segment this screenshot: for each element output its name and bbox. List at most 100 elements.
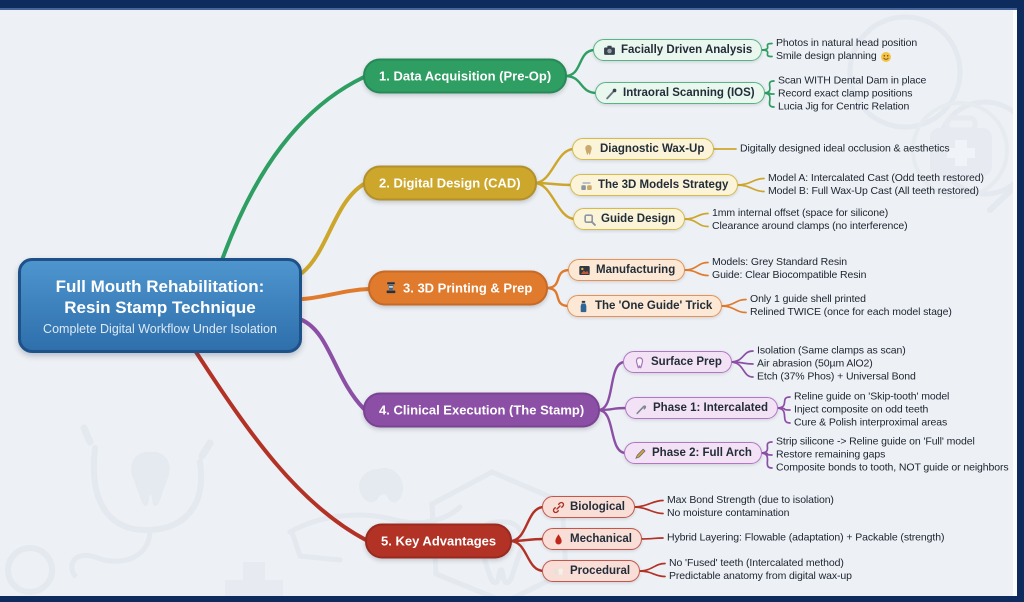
connector-line — [637, 562, 666, 572]
branch-node-key-advantages[interactable]: 5. Key Advantages — [365, 523, 513, 559]
connector-line — [729, 361, 754, 378]
detail-text: Cure & Polish interproximal areas — [794, 416, 948, 429]
connector-line — [533, 181, 577, 221]
camera-icon — [604, 45, 615, 55]
child-label: Diagnostic Wax-Up — [600, 143, 705, 155]
connector-line — [759, 49, 773, 58]
connector-line — [775, 407, 791, 424]
connector-line — [639, 537, 664, 540]
branch-label: 3. 3D Printing & Prep — [403, 280, 533, 296]
picture-icon — [579, 265, 590, 275]
child-node-mechanical[interactable]: Mechanical — [542, 528, 642, 550]
child-node-phase-1-intercalated[interactable]: Phase 1: Intercalated — [625, 397, 779, 419]
child-label: Phase 2: Full Arch — [652, 447, 752, 459]
detail-group: Only 1 guide shell printed Relined TWICE… — [750, 293, 952, 319]
detail-group: Strip silicone -> Reline guide on 'Full'… — [776, 436, 1009, 475]
child-node-facially-driven-analysis[interactable]: Facially Driven Analysis — [593, 39, 763, 61]
detail-group: Hybrid Layering: Flowable (adaptation) +… — [667, 532, 944, 545]
branch-node-digital-design[interactable]: 2. Digital Design (CAD) — [363, 165, 537, 201]
child-label: Manufacturing — [596, 264, 676, 276]
bottom-frame-bar — [0, 596, 1024, 602]
connector-line — [761, 92, 775, 108]
detail-text: Digitally designed ideal occlusion & aes… — [740, 142, 950, 155]
connector-line — [632, 506, 664, 515]
branch-node-data-acquisition[interactable]: 1. Data Acquisition (Pre-Op) — [363, 58, 568, 94]
detail-text: Isolation (Same clamps as scan) — [757, 344, 906, 357]
printer-icon — [386, 281, 396, 293]
child-node-biological[interactable]: Biological — [542, 496, 635, 518]
central-topic-subtitle: Complete Digital Workflow Under Isolatio… — [43, 321, 277, 336]
right-edge-strip — [1013, 10, 1017, 602]
detail-group: Isolation (Same clamps as scan) Air abra… — [757, 345, 916, 384]
detail-text: Guide: Clear Biocompatible Resin — [712, 269, 867, 281]
child-node-3d-models-strategy[interactable]: The 3D Models Strategy — [570, 174, 739, 196]
branch-node-3d-printing[interactable]: 3. 3D Printing & Prep — [368, 270, 549, 306]
detail-text: Air abrasion (50µm AlO2) — [757, 357, 873, 370]
detail-text: Restore remaining gaps — [776, 448, 886, 461]
connector-line — [729, 350, 754, 363]
child-label: Intraoral Scanning (IOS) — [623, 87, 755, 99]
connector-line — [719, 305, 747, 314]
detail-text: No 'Fused' teeth (Intercalated method) — [669, 557, 844, 569]
child-label: Facially Driven Analysis — [621, 44, 753, 56]
connector-line — [682, 218, 709, 228]
branch-label: 2. Digital Design (CAD) — [379, 175, 521, 191]
connector-line — [545, 286, 571, 308]
child-node-intraoral-scanning[interactable]: Intraoral Scanning (IOS) — [595, 82, 765, 104]
detail-group: Scan WITH Dental Dam in place Record exa… — [778, 75, 926, 114]
drop-icon — [555, 533, 562, 544]
connector-line — [682, 212, 709, 220]
probe-icon — [636, 404, 647, 414]
detail-text: Models: Grey Standard Resin — [712, 256, 848, 268]
waxup-tooth-icon — [585, 144, 592, 155]
connector-line — [508, 505, 546, 543]
detail-text: Lucia Jig for Centric Relation — [778, 100, 910, 113]
detail-text: Predictable anatomy from digital wax-up — [669, 570, 852, 582]
detail-text: Reline guide on 'Skip-tooth' model — [794, 390, 950, 403]
child-node-procedural[interactable]: Procedural — [542, 560, 641, 582]
connector-line — [545, 268, 572, 290]
child-label: Phase 1: Intercalated — [653, 402, 769, 414]
connector-line — [220, 75, 366, 262]
detail-text: Smile design planning — [776, 50, 917, 63]
child-node-manufacturing[interactable]: Manufacturing — [568, 259, 686, 281]
detail-text: Record exact clamp positions — [778, 87, 913, 100]
branch-node-clinical-execution[interactable]: 4. Clinical Execution (The Stamp) — [363, 392, 601, 428]
connector-line — [775, 396, 791, 409]
child-node-one-guide-trick[interactable]: The 'One Guide' Trick — [567, 295, 723, 317]
detail-text: Strip silicone -> Reline guide on 'Full'… — [776, 435, 975, 448]
connector-line — [735, 177, 765, 186]
child-label: The 'One Guide' Trick — [595, 300, 713, 312]
child-node-guide-design[interactable]: Guide Design — [573, 208, 686, 230]
detail-text: Composite bonds to tooth, NOT guide or n… — [776, 461, 1009, 474]
child-node-surface-prep[interactable]: Surface Prep — [623, 351, 732, 373]
pen-icon — [635, 448, 646, 459]
connector-line — [533, 147, 576, 185]
detail-text: 1mm internal offset (space for silicone) — [712, 207, 889, 219]
child-node-diagnostic-wax-up[interactable]: Diagnostic Wax-Up — [572, 138, 715, 160]
smiley-icon — [880, 51, 891, 62]
connector-line — [682, 261, 709, 271]
connector-line — [719, 298, 747, 307]
detail-text: Photos in natural head position — [776, 37, 918, 49]
detail-group: Digitally designed ideal occlusion & aes… — [740, 143, 950, 156]
teeth-icon — [553, 568, 564, 575]
central-topic-node[interactable]: Full Mouth Rehabilitation: Resin Stamp T… — [18, 258, 302, 353]
detail-text: Model B: Full Wax-Up Cast (All teeth res… — [768, 185, 979, 197]
central-topic-title: Full Mouth Rehabilitation: Resin Stamp T… — [56, 276, 265, 318]
detail-text: Max Bond Strength (due to isolation) — [667, 494, 834, 506]
central-topic-title-line1: Full Mouth Rehabilitation: — [55, 276, 265, 296]
top-accent-line — [0, 8, 1024, 10]
detail-group: 1mm internal offset (space for silicone)… — [712, 207, 908, 233]
connector-line — [194, 350, 368, 542]
detail-text: Clearance around clamps (no interference… — [712, 220, 908, 232]
top-frame-bar — [0, 0, 1024, 8]
branch-label: 1. Data Acquisition (Pre-Op) — [379, 68, 552, 84]
link-icon — [552, 501, 565, 513]
bottle-icon — [580, 300, 587, 312]
connector-line — [563, 74, 599, 95]
child-node-phase-2-full-arch[interactable]: Phase 2: Full Arch — [624, 442, 762, 464]
connector-line — [508, 539, 546, 573]
